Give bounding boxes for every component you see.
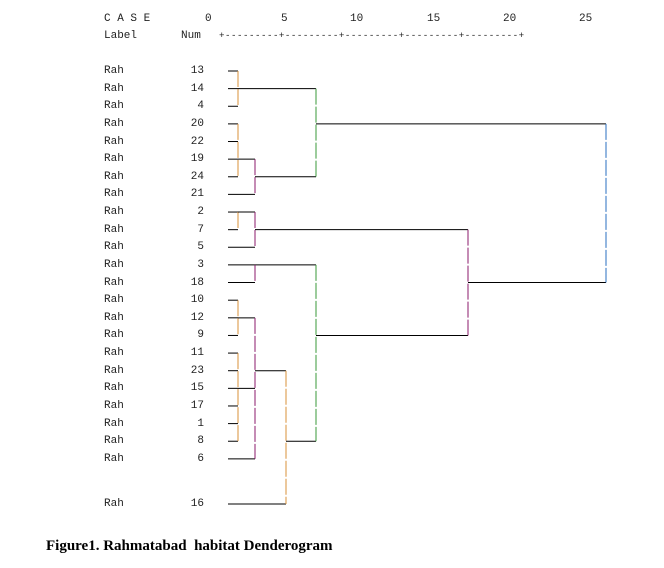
case-num: 3: [197, 258, 204, 271]
case-label: Rah: [104, 329, 124, 342]
case-num: 12: [190, 311, 204, 324]
case-num: 19: [190, 153, 204, 166]
case-label: Rah: [104, 311, 124, 324]
case-heading: C A S E: [104, 13, 151, 25]
case-num: 15: [190, 382, 204, 395]
case-num: 2: [197, 206, 204, 219]
case-label: Rah: [104, 188, 124, 201]
case-label: Rah: [104, 258, 124, 271]
case-num: 22: [190, 135, 204, 148]
case-label: Rah: [104, 382, 124, 395]
case-num: 13: [190, 65, 204, 77]
case-label: Rah: [104, 153, 124, 166]
axis-tick-15: 15: [427, 13, 441, 25]
case-num: 9: [197, 329, 204, 342]
case-num: 7: [197, 223, 204, 236]
case-label: Rah: [104, 117, 124, 130]
case-num: 4: [197, 100, 204, 113]
label-column-heading: Label: [104, 30, 138, 42]
case-num: 11: [190, 347, 204, 360]
case-label: Rah: [104, 276, 124, 289]
case-label: Rah: [104, 65, 124, 77]
case-num: 23: [190, 364, 204, 377]
case-num: 16: [190, 498, 204, 510]
axis-tick-0: 0: [205, 13, 212, 25]
case-label: Rah: [104, 347, 124, 360]
axis-tick-20: 20: [503, 13, 517, 25]
case-num: 24: [190, 170, 204, 183]
case-num: 5: [197, 241, 204, 254]
case-num: 18: [190, 276, 204, 289]
case-num: 20: [190, 117, 204, 130]
axis-tick-5: 5: [281, 13, 288, 25]
case-label: Rah: [104, 452, 124, 465]
figure-caption: Figure1. Rahmatabad habitat Denderogram: [46, 538, 333, 554]
case-label: Rah: [104, 170, 124, 183]
case-num: 17: [190, 399, 204, 412]
case-label: Rah: [104, 498, 124, 510]
case-num: 6: [197, 452, 204, 465]
case-label: Rah: [104, 223, 124, 236]
axis-rule: +---------+---------+---------+---------…: [219, 30, 525, 41]
case-label: Rah: [104, 100, 124, 113]
case-num: 10: [190, 294, 204, 307]
case-num: 1: [197, 417, 204, 430]
case-label: Rah: [104, 417, 124, 430]
case-label: Rah: [104, 399, 124, 412]
case-label: Rah: [104, 435, 124, 448]
axis-tick-10: 10: [350, 13, 364, 25]
case-num: 8: [197, 435, 204, 448]
num-column-heading: Num: [181, 30, 201, 42]
case-num: 14: [190, 82, 204, 95]
case-label: Rah: [104, 241, 124, 254]
case-num: 21: [190, 188, 204, 201]
case-label: Rah: [104, 82, 124, 95]
case-label: Rah: [104, 135, 124, 148]
case-label: Rah: [104, 206, 124, 219]
case-label: Rah: [104, 294, 124, 307]
axis-tick-25: 25: [579, 13, 593, 25]
case-label: Rah: [104, 364, 124, 377]
